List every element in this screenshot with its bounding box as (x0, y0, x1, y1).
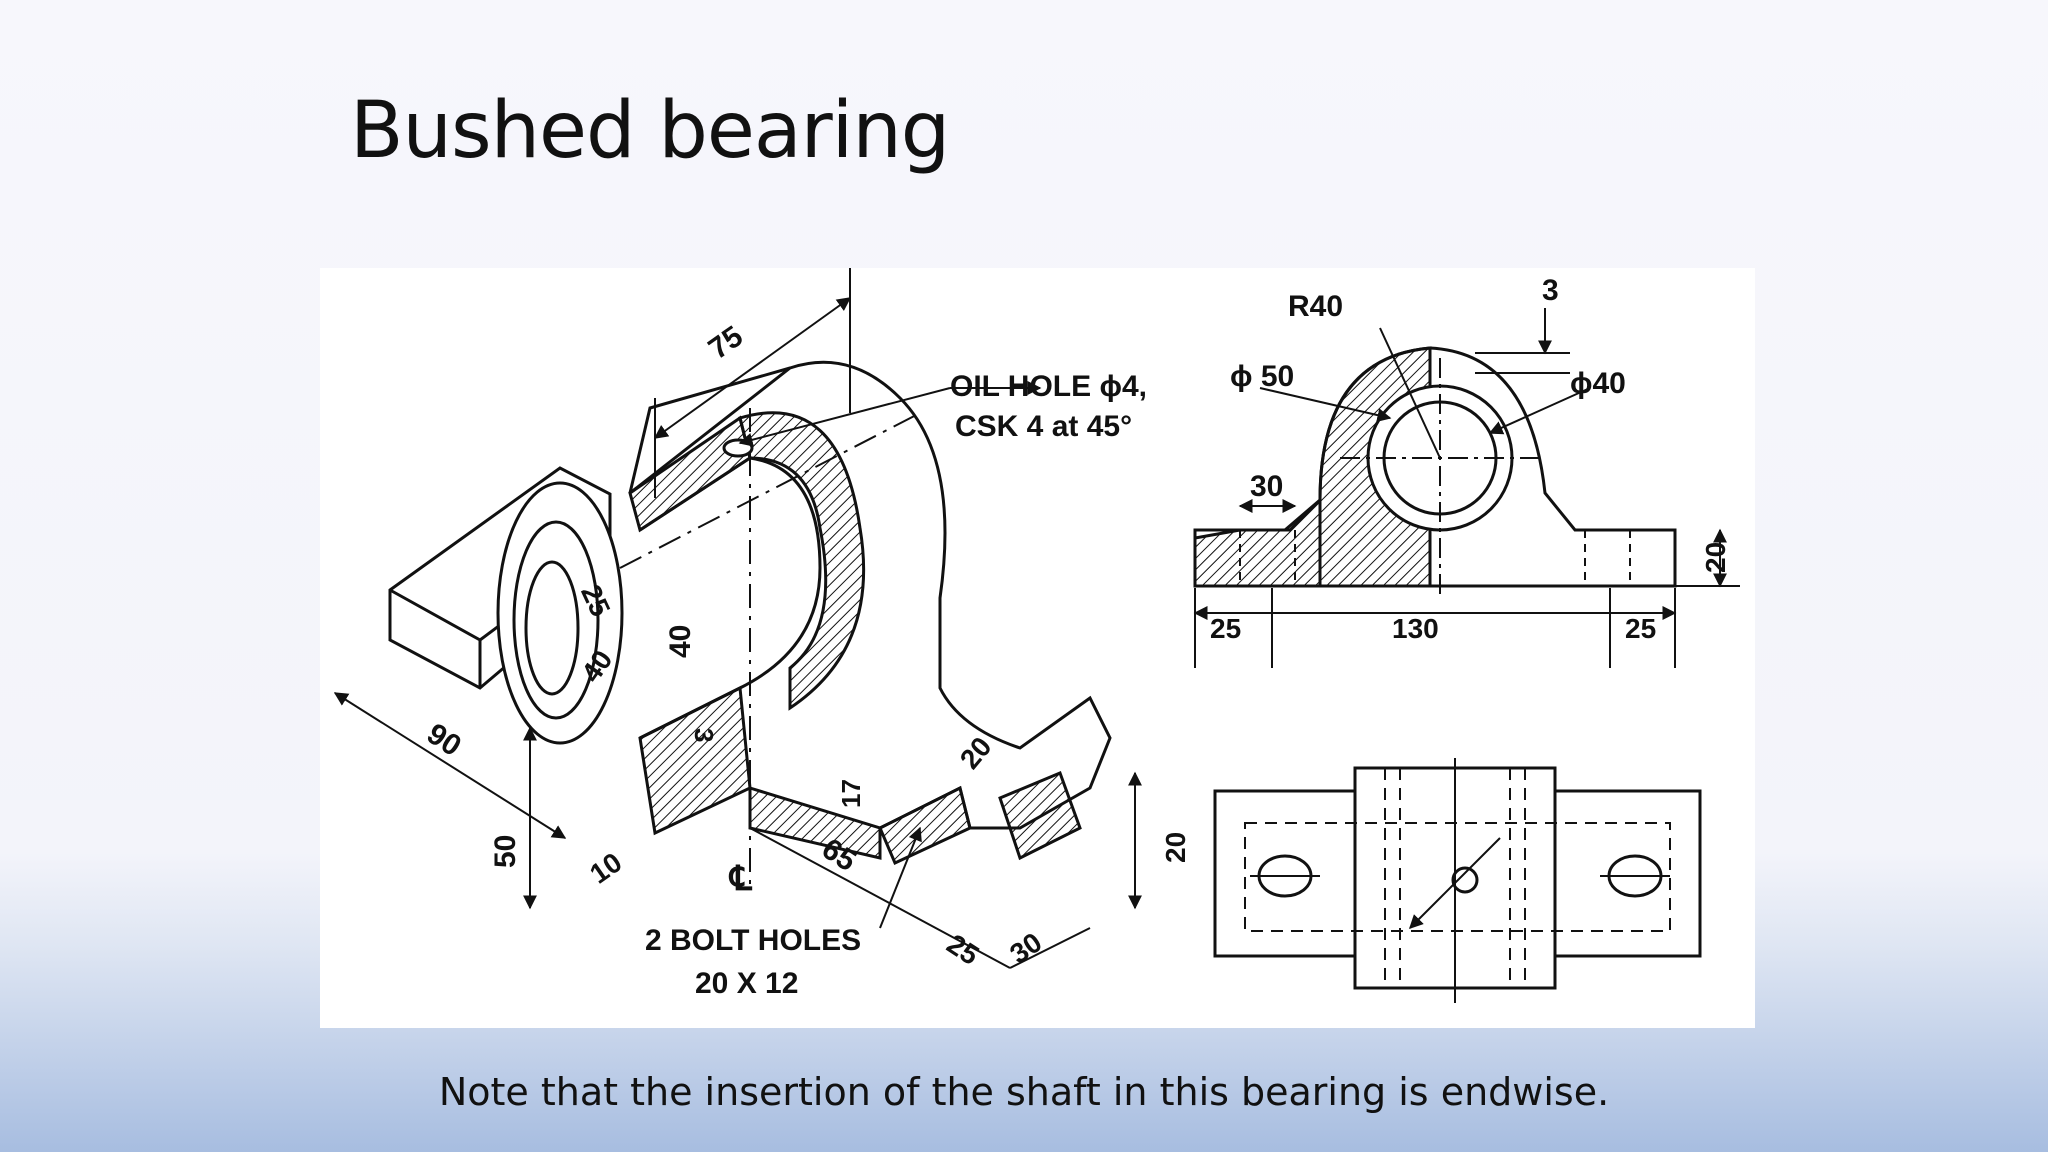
dim-30-front: 30 (1250, 470, 1283, 503)
dim-25-right: 25 (1625, 613, 1656, 644)
dim-20-front: 20 (1700, 542, 1731, 573)
csk-label: CSK 4 at 45° (955, 410, 1132, 443)
dim-r40: R40 (1288, 290, 1343, 323)
dim-90: 90 (421, 717, 467, 763)
dim-17: 17 (836, 779, 866, 808)
dim-25-left: 25 (1210, 613, 1241, 644)
front-view (1193, 308, 1740, 668)
dim-10: 10 (584, 846, 627, 889)
isometric-view (333, 268, 1142, 969)
dim-130: 130 (1392, 613, 1439, 644)
slide-note: Note that the insertion of the shaft in … (438, 1070, 1610, 1114)
dim-3-top: 3 (1542, 274, 1559, 307)
top-view (1213, 758, 1702, 1003)
bearing-drawing: 75 OIL HOLE ϕ4, CSK 4 at 45° 25 40 40 3 … (320, 268, 1755, 1028)
dim-75: 75 (703, 320, 749, 366)
centerline-symbol: ℄ (728, 860, 753, 898)
dim-40: 40 (664, 625, 697, 658)
dim-phi50: ϕ 50 (1230, 360, 1294, 393)
bolt-holes-label: 2 BOLT HOLES (645, 924, 861, 957)
dim-20-height: 20 (1160, 832, 1191, 863)
slide-title: Bushed bearing (350, 86, 950, 176)
bolt-holes-size: 20 X 12 (695, 967, 798, 1000)
oil-hole-label: OIL HOLE ϕ4, (950, 370, 1147, 403)
dim-3: 3 (689, 728, 719, 742)
front-dimension-labels: R40 3 ϕ 50 ϕ40 30 20 25 130 25 (1210, 274, 1731, 644)
dim-50: 50 (489, 835, 522, 868)
dim-phi40: ϕ40 (1570, 367, 1626, 400)
dim-30: 30 (1004, 926, 1047, 969)
